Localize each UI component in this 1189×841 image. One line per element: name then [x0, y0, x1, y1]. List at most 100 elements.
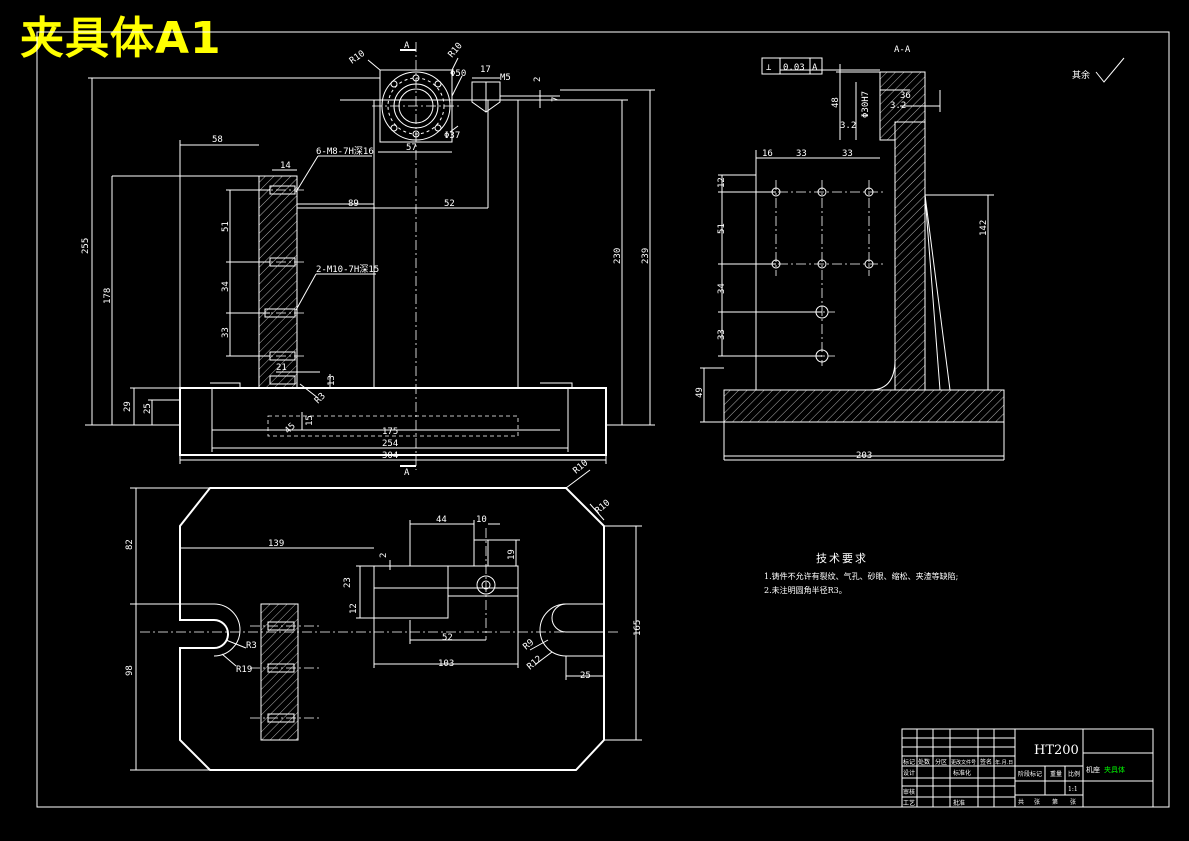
- tolerance-value: 0.03: [783, 63, 805, 73]
- dim-36: 36: [900, 91, 911, 101]
- dim-51: 51: [221, 221, 231, 232]
- tech-requirements: 技术要求 1.铸件不允许有裂纹、气孔、砂眼、缩松、夹渣等缺陷; 2.未注明圆角半…: [764, 552, 958, 595]
- dim-142: 142: [979, 220, 989, 236]
- tb-stage-header: 阶段标记: [1018, 770, 1042, 778]
- tb-sheet: 张: [1070, 798, 1076, 806]
- dim-33: 33: [221, 327, 231, 338]
- dim-45: 45: [283, 421, 298, 436]
- dim-r3: R3: [313, 391, 328, 406]
- tb-row1-cell: 签名: [980, 758, 992, 766]
- tb-scale: 1:1: [1068, 786, 1078, 793]
- tb-row1-cell: 分区: [935, 758, 947, 766]
- dim-2: 2: [533, 77, 543, 82]
- dim-51: 51: [717, 223, 727, 234]
- outer-frame: [36, 31, 1170, 808]
- front-section-mark-bottom: A: [404, 468, 410, 478]
- tb-sheet: 第: [1052, 798, 1058, 806]
- top-view: R10 R10 R3 R19 R9 R12 44 10 139 2 19 23 …: [125, 458, 643, 771]
- top-radius: R10: [594, 498, 613, 516]
- dim-15: 15: [305, 415, 315, 426]
- front-radius-label: R10: [447, 41, 465, 60]
- dim-13: 13: [327, 375, 337, 386]
- dim-17: 17: [480, 65, 491, 75]
- surface-note: 其余: [1072, 69, 1090, 81]
- dim-89: 89: [348, 199, 359, 209]
- dim-12: 12: [349, 603, 359, 614]
- dim-49: 49: [695, 387, 705, 398]
- dim-57: 57: [406, 143, 417, 153]
- dim-52: 52: [444, 199, 455, 209]
- tb-sheet: 张: [1034, 798, 1040, 806]
- tb-stage-header: 比例: [1068, 770, 1080, 778]
- tb-row2-cell: 设计: [903, 769, 915, 777]
- tech-requirement-item: 2.未注明圆角半径R3。: [764, 585, 847, 595]
- dim-30h7: Φ30H7: [861, 91, 871, 118]
- tb-sheet: 共: [1018, 798, 1024, 806]
- dim-203: 203: [856, 451, 872, 461]
- dim-48: 48: [831, 97, 841, 108]
- dim-82: 82: [125, 539, 135, 550]
- front-note-holes-a: 6-M8-7H深16: [316, 146, 374, 157]
- dim-103: 103: [438, 659, 454, 669]
- dim-2: 2: [379, 553, 389, 558]
- front-radius-label: R10: [348, 49, 367, 67]
- section-label: A-A: [894, 45, 911, 55]
- top-radius: R19: [236, 665, 252, 675]
- tb-row1-cell: 更改文件号: [951, 759, 976, 766]
- section-view: A-A ⊥ 0.03 A 其余 48 3.2 3.2 36 Φ30H7 16 3…: [695, 45, 1125, 461]
- tb-drawing-name-value: 夹具体: [1104, 765, 1125, 774]
- tb-material: HT200: [1034, 743, 1079, 758]
- tolerance-datum: A: [812, 63, 818, 73]
- dim-254: 254: [382, 439, 398, 449]
- dim-255: 255: [81, 238, 91, 254]
- dim-58: 58: [212, 135, 223, 145]
- tb-row1-cell: 处数: [918, 758, 930, 766]
- title-block: 标记 处数 分区 更改文件号 签名 年.月.日 设计 标准化 审核 工艺 批准 …: [901, 728, 1154, 808]
- dim-33: 33: [717, 329, 727, 340]
- tb-row2-cell: 标准化: [953, 769, 971, 777]
- drawing-title: 夹具体A1: [20, 13, 222, 64]
- dim-23: 23: [343, 577, 353, 588]
- dim-21: 21: [276, 363, 287, 373]
- dim-139: 139: [268, 539, 284, 549]
- front-note-holes-b: 2-M10-7H深15: [316, 264, 379, 275]
- dim-239: 239: [641, 248, 651, 264]
- dim-52: 52: [442, 633, 453, 643]
- dim-230: 230: [613, 248, 623, 264]
- front-section-mark-top: A: [404, 41, 410, 51]
- top-radius: R10: [572, 458, 591, 476]
- dim-34: 34: [221, 281, 231, 292]
- tech-requirements-heading: 技术要求: [816, 552, 868, 565]
- tb-row1-cell: 标记: [903, 758, 915, 766]
- dim-165: 165: [633, 620, 643, 636]
- dim-33a: 33: [796, 149, 807, 159]
- dim-178: 178: [103, 288, 113, 304]
- front-diameter-label: Φ50: [450, 69, 466, 79]
- dim-3-2b: 3.2: [890, 101, 906, 111]
- dim-3-2a: 3.2: [840, 121, 856, 131]
- tb-row3-cell: 审核: [903, 788, 915, 796]
- dim-25: 25: [143, 403, 153, 414]
- dim-14: 14: [280, 161, 291, 171]
- tolerance-symbol: ⊥: [766, 63, 772, 73]
- tb-row4-cell: 批准: [953, 799, 965, 807]
- dim-98: 98: [125, 665, 135, 676]
- dim-7: 7: [551, 97, 561, 102]
- front-diameter-label: Φ37: [444, 131, 460, 141]
- tb-row1-cell: 年.月.日: [995, 759, 1013, 766]
- dim-m5: M5: [500, 73, 511, 83]
- dim-44: 44: [436, 515, 447, 525]
- dim-16: 16: [762, 149, 773, 159]
- dim-175: 175: [382, 427, 398, 437]
- top-radius: R12: [526, 654, 545, 672]
- dim-12: 12: [717, 177, 727, 188]
- dim-19: 19: [507, 549, 517, 560]
- tb-drawing-name-label: 机座: [1086, 765, 1100, 774]
- dim-34: 34: [717, 283, 727, 294]
- dim-304: 304: [382, 451, 398, 461]
- tb-row4-cell: 工艺: [903, 799, 915, 807]
- top-radius: R3: [246, 641, 257, 651]
- dim-25: 25: [580, 671, 591, 681]
- tb-stage-header: 重量: [1050, 770, 1062, 778]
